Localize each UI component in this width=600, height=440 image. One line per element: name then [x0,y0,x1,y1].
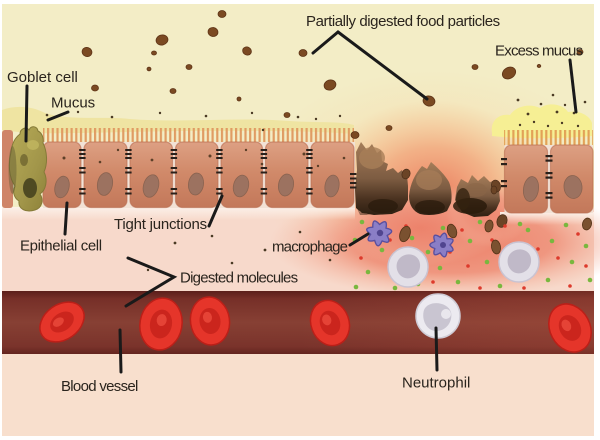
svg-text:Goblet cell: Goblet cell [7,69,78,86]
svg-text:Mucus: Mucus [51,95,95,112]
svg-text:Epithelial cell: Epithelial cell [20,238,102,255]
svg-text:Partially digested food partic: Partially digested food particles [306,13,500,30]
svg-text:macrophage: macrophage [272,239,348,256]
svg-text:Neutrophil: Neutrophil [402,375,470,392]
svg-text:Digested molecules: Digested molecules [180,270,298,287]
svg-text:Blood vessel: Blood vessel [61,378,138,395]
svg-text:Tight junctions: Tight junctions [114,216,207,233]
svg-text:Excess mucus: Excess mucus [495,43,583,60]
